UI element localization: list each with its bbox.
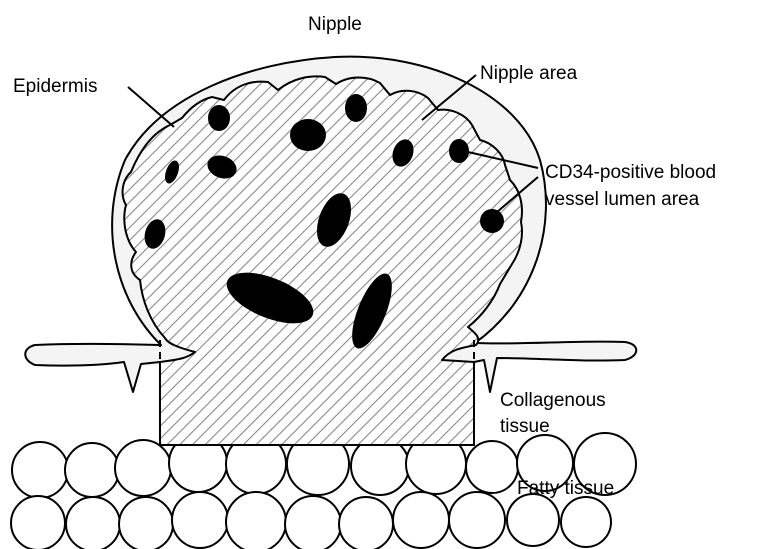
- label-nipple-area: Nipple area: [480, 63, 578, 84]
- label-collagenous-line2: tissue: [500, 416, 550, 437]
- label-epidermis: Epidermis: [13, 76, 97, 97]
- label-nipple: Nipple: [308, 14, 362, 35]
- label-collagenous-line1: Collagenous: [500, 390, 606, 411]
- label-fatty-tissue: Fatty tissue: [517, 478, 614, 499]
- label-cd34-line1: CD34-positive blood: [545, 162, 716, 183]
- label-cd34-line2: vessel lumen area: [545, 189, 700, 210]
